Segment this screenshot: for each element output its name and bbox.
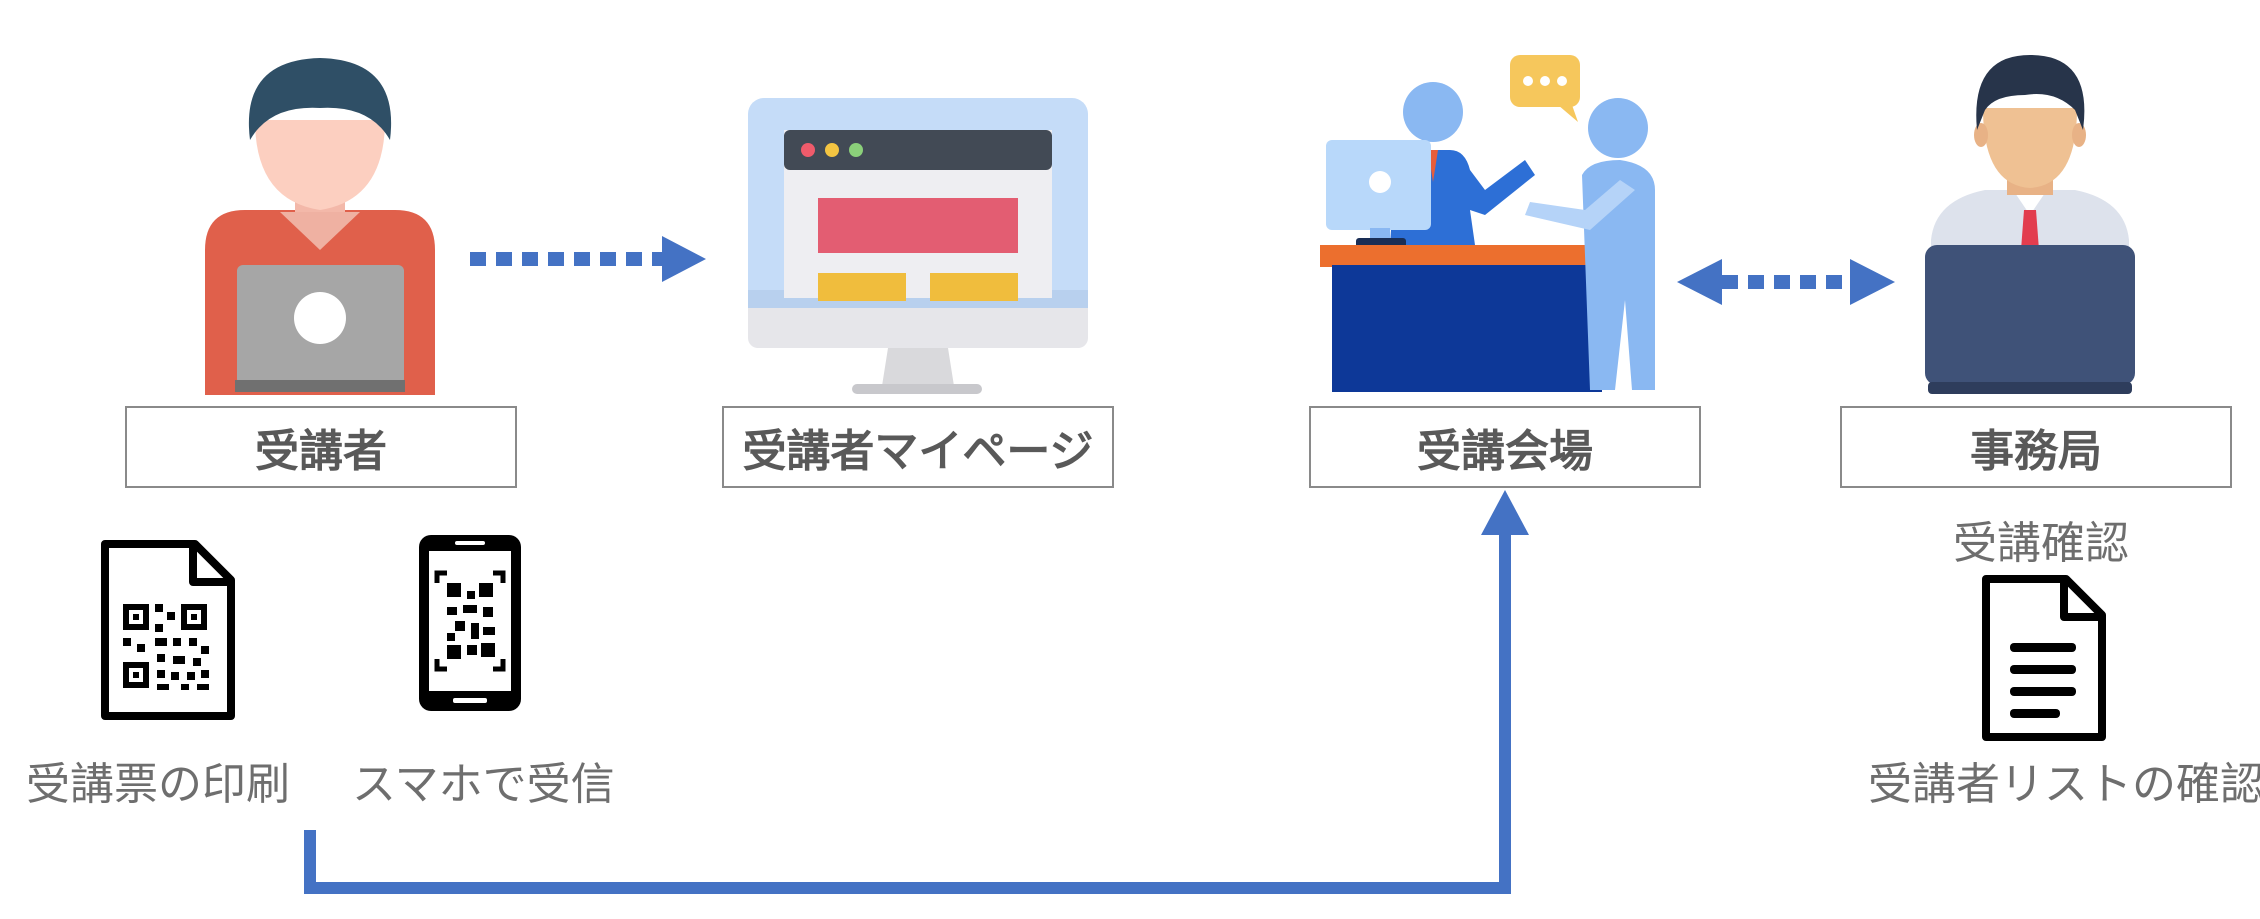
node-office-label: 事務局 — [1970, 426, 2102, 477]
caption-list-check: 受講者リストの確認 — [1868, 759, 2260, 810]
arrow-ticket-to-venue — [304, 490, 1529, 894]
qr-document-icon — [97, 538, 237, 723]
caption-smartphone-receive: スマホで受信 — [352, 759, 615, 810]
qr-smartphone-icon — [415, 531, 525, 716]
reception-desk-icon — [1320, 50, 1670, 395]
node-student: 受講者 — [125, 406, 517, 488]
person-with-laptop-icon — [195, 50, 445, 395]
monitor-webpage-icon — [748, 98, 1088, 398]
caption-print-ticket: 受講票の印刷 — [26, 759, 290, 810]
node-mypage-label: 受講者マイページ — [742, 426, 1094, 477]
document-list-icon — [1978, 573, 2108, 743]
arrow-venue-office — [1677, 259, 1895, 305]
node-mypage: 受講者マイページ — [722, 406, 1114, 488]
node-office: 事務局 — [1840, 406, 2232, 488]
node-venue: 受講会場 — [1309, 406, 1701, 488]
arrow-student-to-mypage — [470, 236, 706, 282]
businessman-with-laptop-icon — [1925, 50, 2135, 395]
node-student-label: 受講者 — [255, 426, 387, 477]
caption-attendance-check: 受講確認 — [1953, 518, 2129, 569]
node-venue-label: 受講会場 — [1417, 426, 1593, 477]
